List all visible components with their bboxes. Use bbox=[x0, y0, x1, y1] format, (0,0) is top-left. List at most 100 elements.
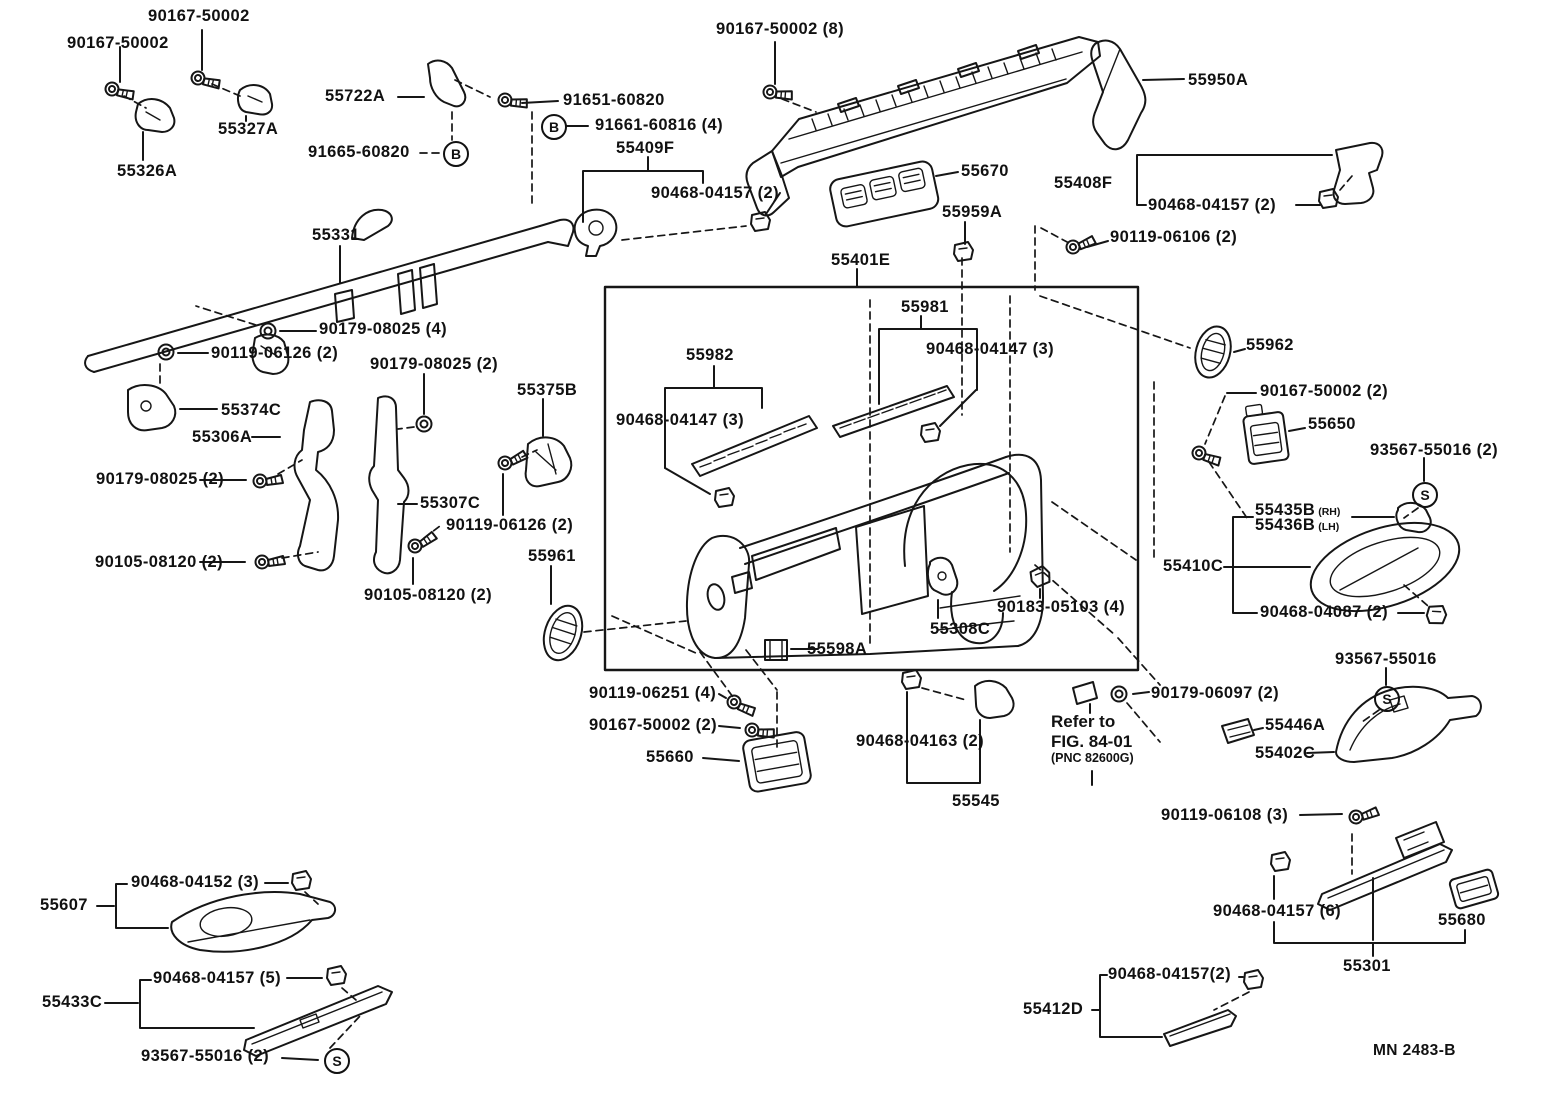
callout-90468-04152: 90468-04152 (3) bbox=[131, 873, 260, 891]
callout-55435b-suffix: (RH) bbox=[1318, 506, 1341, 518]
callout-55401e: 55401E bbox=[831, 251, 891, 269]
callout-55981: 55981 bbox=[901, 298, 949, 316]
circled-s-mark-3: S bbox=[324, 1048, 350, 1074]
callout-90468-04147-r: 90468-04147 (3) bbox=[926, 340, 1055, 358]
callout-55326a: 55326A bbox=[117, 162, 178, 180]
side-vent-55961 bbox=[542, 565, 687, 662]
callout-55446a: 55446A bbox=[1265, 716, 1326, 734]
grommet-55409f-group bbox=[573, 156, 781, 257]
callout-91661-60816: 91661-60816 (4) bbox=[595, 116, 724, 134]
callout-90119-06126-a: 90119-06126 (2) bbox=[211, 344, 339, 362]
callout-90179-08025-2l: 90179-08025 (2) bbox=[96, 470, 225, 488]
callout-55306a: 55306A bbox=[192, 428, 253, 446]
callout-55435b: 55435B(RH) bbox=[1255, 501, 1341, 519]
bracket-55326a-group bbox=[102, 29, 274, 161]
callout-55962: 55962 bbox=[1246, 336, 1294, 354]
callout-90119-06251: 90119-06251 (4) bbox=[589, 684, 717, 702]
callout-90468-04087: 90468-04087 (2) bbox=[1260, 603, 1389, 621]
circled-b-mark-1: B bbox=[541, 114, 567, 140]
callout-91665-60820: 91665-60820 bbox=[308, 143, 410, 161]
callout-91651-60820: 91651-60820 bbox=[563, 91, 665, 109]
callout-55607: 55607 bbox=[40, 896, 88, 914]
callout-90119-06106: 90119-06106 (2) bbox=[1110, 228, 1238, 246]
callout-55598a: 55598A bbox=[807, 640, 868, 658]
clip-55598a bbox=[764, 639, 819, 661]
callout-90179-06097: 90179-06097 (2) bbox=[1151, 684, 1280, 702]
center-vent-55670 bbox=[829, 160, 974, 262]
callout-55301: 55301 bbox=[1343, 957, 1391, 975]
callout-55375b: 55375B bbox=[517, 381, 578, 399]
callout-55436b: 55436B(LH) bbox=[1255, 516, 1340, 534]
callout-55982: 55982 bbox=[686, 346, 734, 364]
callout-55436b-text: 55436B bbox=[1255, 516, 1316, 534]
callout-90119-06126-b: 90119-06126 (2) bbox=[446, 516, 574, 534]
defroster-grille-55981 bbox=[832, 315, 978, 443]
callout-55409f: 55409F bbox=[616, 139, 675, 157]
defroster-duct-55950a bbox=[1090, 39, 1185, 151]
callout-55410c: 55410C bbox=[1163, 557, 1224, 575]
bracket-55308c bbox=[926, 556, 959, 619]
defroster-nozzle-panel bbox=[745, 36, 1101, 217]
vent-55650-group bbox=[1189, 392, 1306, 519]
callout-55331: 55331 bbox=[312, 226, 360, 244]
callout-55308c: 55308C bbox=[930, 620, 991, 638]
callout-55412d: 55412D bbox=[1023, 1000, 1084, 1018]
callout-90167-50002-8: 90167-50002 (8) bbox=[716, 20, 845, 38]
lower-panel-55301-group bbox=[1270, 805, 1500, 957]
callout-90179-08025-2r: 90179-08025 (2) bbox=[370, 355, 499, 373]
defroster-grille-55982 bbox=[664, 365, 818, 508]
callout-55374c: 55374C bbox=[221, 401, 282, 419]
callout-93567-55016-2b: 93567-55016 (2) bbox=[141, 1047, 270, 1065]
callout-55961: 55961 bbox=[528, 547, 576, 565]
callout-90183-05103: 90183-05103 (4) bbox=[997, 598, 1126, 616]
callout-90468-04157-6: 90468-04157 (6) bbox=[1213, 902, 1342, 920]
callout-90468-04157-2c: 90468-04157(2) bbox=[1108, 965, 1232, 983]
callout-90468-04157-b: 90468-04157 (2) bbox=[1148, 196, 1277, 214]
bracket-55408f-group bbox=[1034, 141, 1384, 291]
drawing-number: MN 2483-B bbox=[1373, 1042, 1456, 1059]
callout-55722a: 55722A bbox=[325, 87, 386, 105]
callout-55650: 55650 bbox=[1308, 415, 1356, 433]
callout-90167-50002-2: 90167-50002 bbox=[67, 34, 169, 52]
callout-93567-55016-2r: 93567-55016 (2) bbox=[1370, 441, 1499, 459]
lower-trim-55412d-group bbox=[1091, 969, 1264, 1047]
callout-55433c: 55433C bbox=[42, 993, 103, 1011]
callout-90119-06108: 90119-06108 (3) bbox=[1161, 806, 1289, 824]
bracket-55545-group bbox=[901, 669, 1015, 784]
callout-55436b-suffix: (LH) bbox=[1318, 521, 1340, 533]
callout-90468-04157-a: 90468-04157 (2) bbox=[651, 184, 780, 202]
bracket-55722a-group bbox=[397, 59, 589, 206]
callout-90167-50002-2r: 90167-50002 (2) bbox=[1260, 382, 1389, 400]
callout-55670: 55670 bbox=[961, 162, 1009, 180]
callout-55950a: 55950A bbox=[1188, 71, 1249, 89]
callout-55959a: 55959A bbox=[942, 203, 1003, 221]
main-panel-box bbox=[603, 257, 1191, 749]
side-vent-55962 bbox=[1194, 325, 1246, 379]
refer-note-flag bbox=[1072, 681, 1161, 786]
callout-90167-50002-2c: 90167-50002 (2) bbox=[589, 716, 718, 734]
refer-to-note: Refer to FIG. 84-01 (PNC 82600G) bbox=[1051, 712, 1134, 765]
brace-column-group bbox=[127, 305, 573, 585]
center-vent-55660-group bbox=[702, 692, 812, 793]
callout-55660: 55660 bbox=[646, 748, 694, 766]
callout-90468-04157-5: 90468-04157 (5) bbox=[153, 969, 282, 987]
callout-90167-50002-1: 90167-50002 bbox=[148, 7, 250, 25]
callout-90468-04163: 90468-04163 (2) bbox=[856, 732, 985, 750]
callout-55408f: 55408F bbox=[1054, 174, 1113, 192]
mirror-bezel-55410c bbox=[1223, 516, 1461, 627]
callout-55545: 55545 bbox=[952, 792, 1000, 810]
callout-90105-08120-b: 90105-08120 (2) bbox=[364, 586, 493, 604]
callout-55680: 55680 bbox=[1438, 911, 1486, 929]
callout-90179-08025-4: 90179-08025 (4) bbox=[319, 320, 448, 338]
glovebox-55607-group bbox=[96, 870, 336, 953]
circled-s-mark-2: S bbox=[1374, 686, 1400, 712]
callout-55327a: 55327A bbox=[218, 120, 279, 138]
circled-s-mark-1: S bbox=[1412, 482, 1438, 508]
callout-55402c: 55402C bbox=[1255, 744, 1316, 762]
refer-note-line2: FIG. 84-01 bbox=[1051, 731, 1133, 751]
refer-note-line3: (PNC 82600G) bbox=[1051, 751, 1134, 766]
instrument-panel-55401e bbox=[685, 453, 1044, 660]
circled-b-mark-2: B bbox=[443, 141, 469, 167]
